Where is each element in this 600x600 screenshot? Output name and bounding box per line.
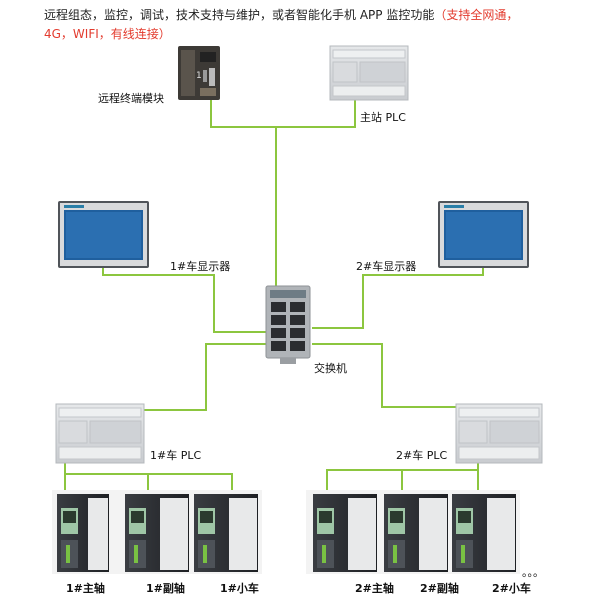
drive-2-main — [313, 494, 377, 572]
intro-main: 远程组态，监控，调试，技术支持与维护，或者智能化手机 APP 监控功能 — [44, 8, 435, 22]
drive-1-main-label: 1#主轴 — [66, 581, 105, 595]
drive-1-aux — [125, 494, 189, 572]
drive-1-aux-label: 1#副轴 — [146, 581, 185, 595]
hmi-1-device — [58, 201, 149, 268]
remote-module-device: 1 — [178, 46, 220, 100]
intro-highlight-b: 4G，WIFI，有线连接） — [44, 27, 171, 41]
drive-2-main-label: 2#主轴 — [355, 581, 394, 595]
master-plc-label: 主站 PLC — [360, 110, 406, 124]
plc-1-label: 1#车 PLC — [150, 448, 201, 462]
intro-text: 远程组态，监控，调试，技术支持与维护，或者智能化手机 APP 监控功能（支持全网… — [44, 6, 564, 44]
svg-text:1: 1 — [196, 71, 202, 81]
drive-2-aux-label: 2#副轴 — [420, 581, 459, 595]
drive-1-trolley — [194, 494, 258, 572]
drive-1-main — [57, 494, 109, 572]
drive-2-trolley-label: 2#小车 — [492, 581, 531, 595]
plc-2-device — [455, 403, 543, 464]
link-plc-1 — [143, 343, 268, 411]
plc-2-label: 2#车 PLC — [396, 448, 447, 462]
link-hmi-2 — [312, 268, 484, 329]
link-remote-module — [210, 100, 276, 128]
drive-2-trolley — [452, 494, 516, 572]
drive-1-trolley-label: 1#小车 — [220, 581, 259, 595]
link-plc-2 — [312, 343, 456, 408]
link-hmi-1 — [102, 268, 268, 333]
switch-device — [265, 285, 311, 364]
hmi-1-label: 1#车显示器 — [170, 259, 230, 273]
intro-highlight-a: （支持全网通， — [434, 8, 519, 22]
hmi-2-device — [438, 201, 529, 268]
remote-module-label: 远程终端模块 — [98, 91, 164, 105]
switch-label: 交换机 — [314, 361, 347, 375]
link-master-plc — [276, 100, 356, 128]
ellipsis: 。。。 — [522, 566, 544, 579]
plc-1-device — [55, 403, 145, 464]
master-plc-device — [329, 45, 409, 101]
drive-2-aux — [384, 494, 448, 572]
hmi-2-label: 2#车显示器 — [356, 259, 416, 273]
